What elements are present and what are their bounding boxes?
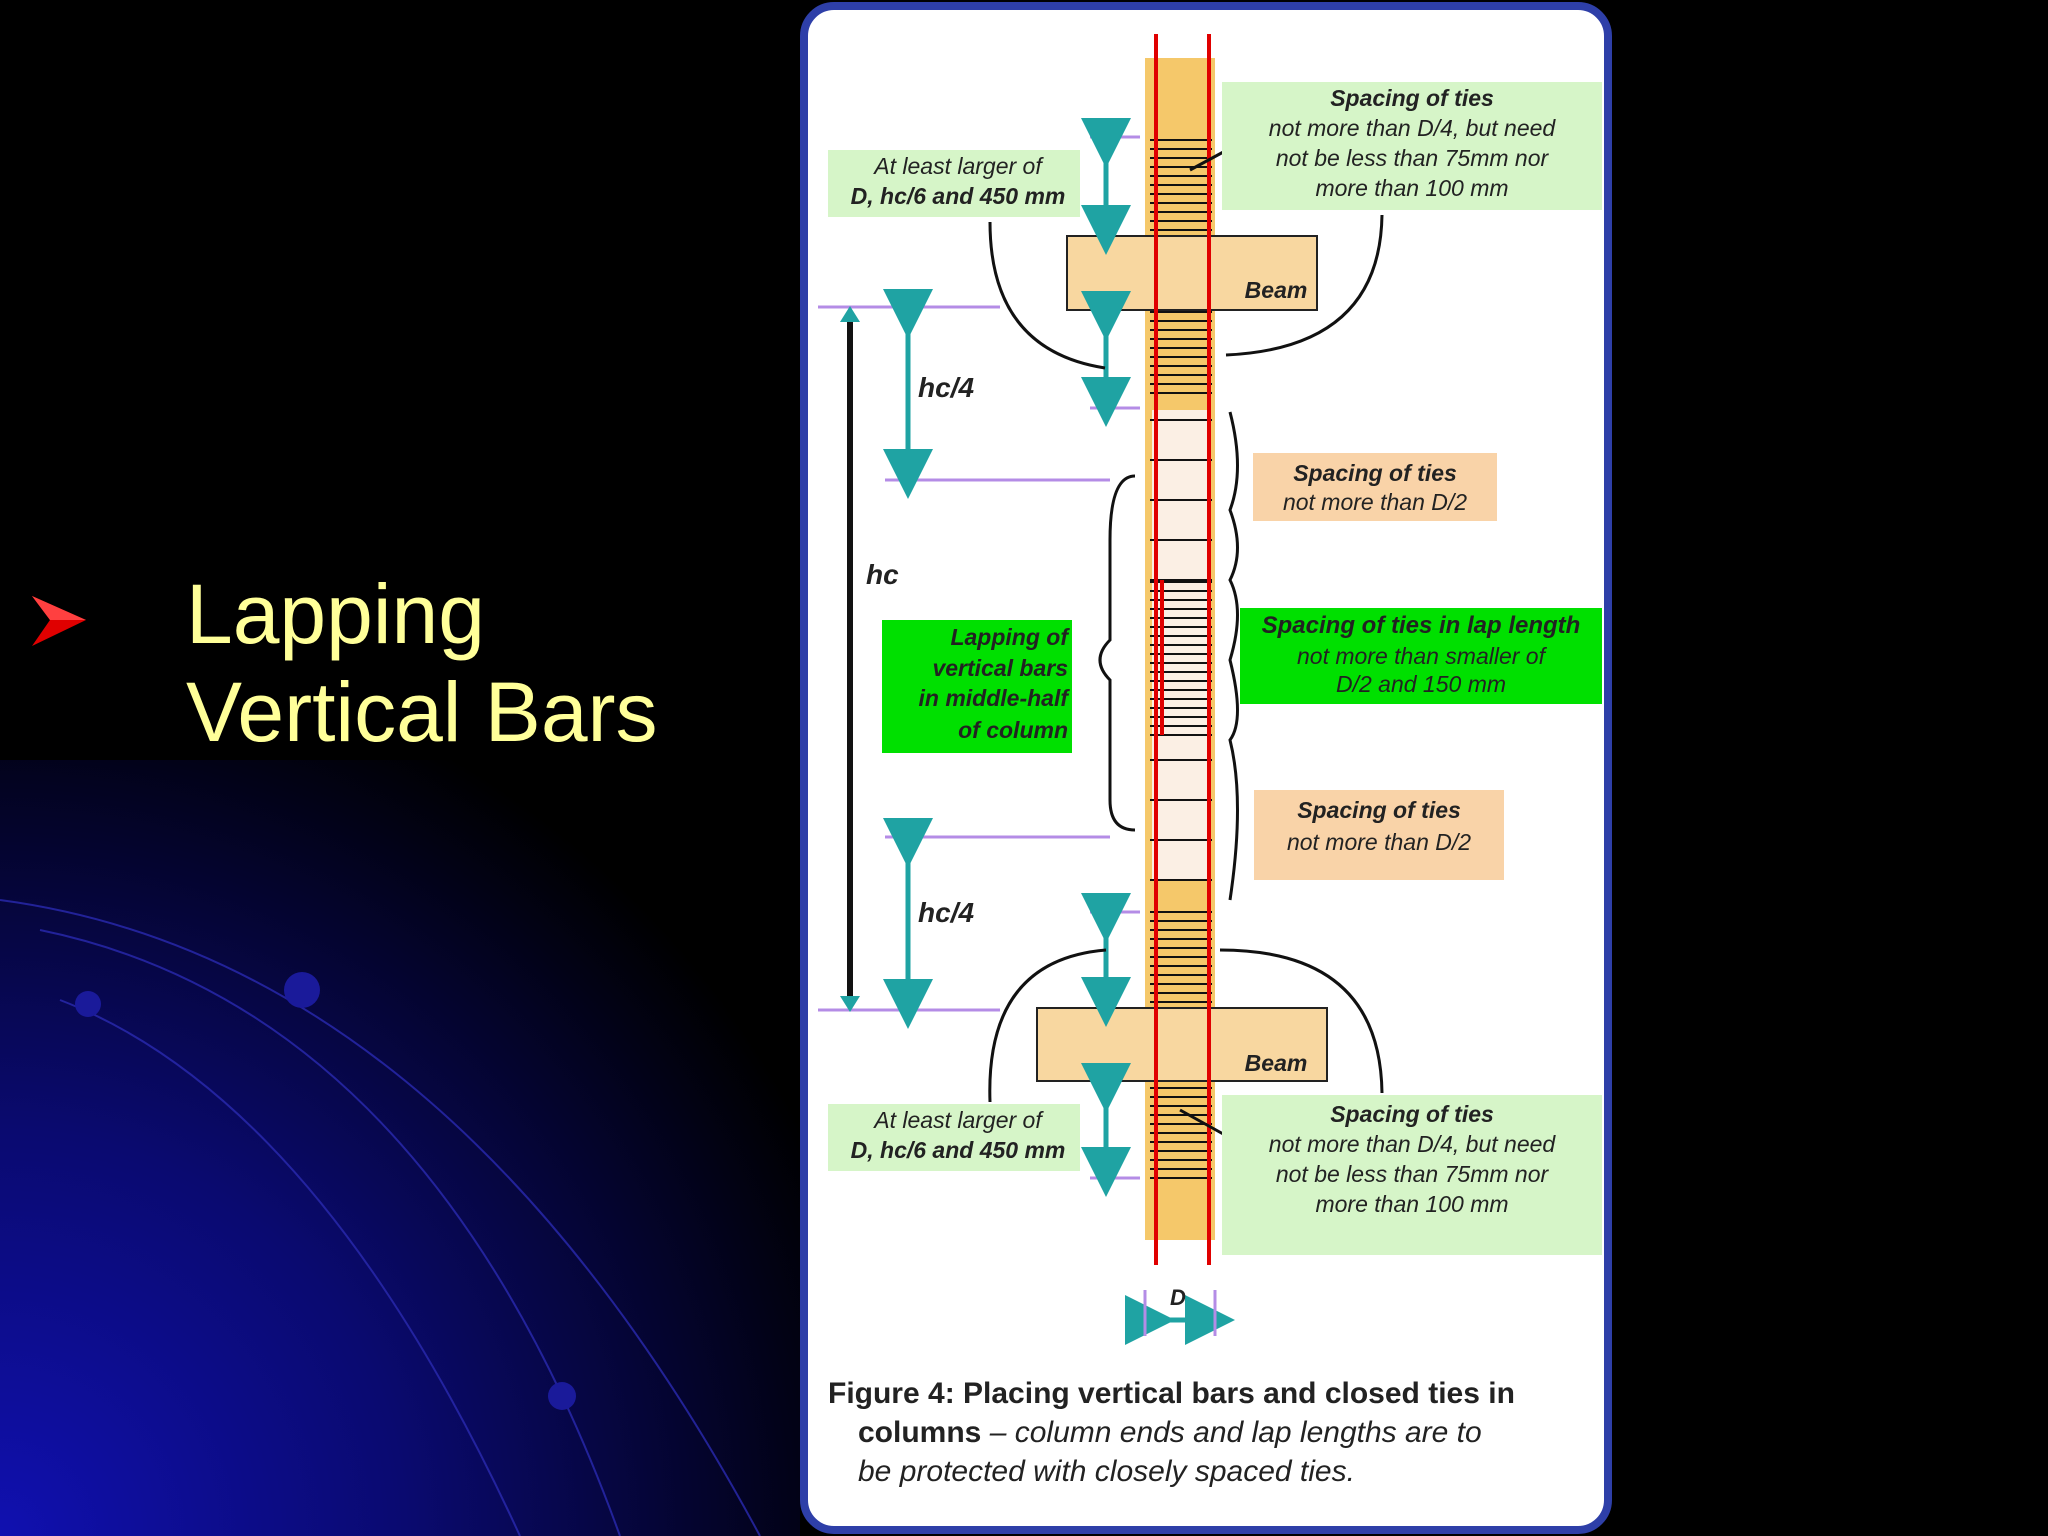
mid-upper-box bbox=[1253, 453, 1497, 521]
caption-line-3: be protected with closely spaced ties. bbox=[858, 1455, 1355, 1488]
hc4-top-label: hc/4 bbox=[918, 372, 974, 403]
top-left-line2: D, hc/6 and 450 mm bbox=[851, 183, 1066, 209]
caption-line-2: columns – column ends and lap lengths ar… bbox=[828, 1413, 1608, 1452]
ties bbox=[1150, 139, 1212, 1179]
lap-line2: D/2 and 150 mm bbox=[1336, 671, 1506, 697]
lapping-line1: Lapping of bbox=[950, 624, 1070, 650]
mid-lower-line: not more than D/2 bbox=[1287, 829, 1471, 855]
red-arrowhead-icon bbox=[32, 596, 86, 646]
lap-title: Spacing of ties in lap length bbox=[1262, 612, 1581, 639]
bottom-left-line1: At least larger of bbox=[872, 1107, 1044, 1133]
caption-bold-2: columns bbox=[858, 1416, 982, 1449]
top-spacing-line3: more than 100 mm bbox=[1315, 175, 1508, 201]
slide-title: Lapping Vertical Bars bbox=[186, 565, 786, 761]
bottom-spacing-box bbox=[1222, 1095, 1602, 1255]
column-reinforcement-figure: Spacing of ties not more than D/4, but n… bbox=[800, 2, 1612, 1534]
mid-upper-line: not more than D/2 bbox=[1283, 489, 1467, 515]
top-spacing-title: Spacing of ties bbox=[1330, 85, 1494, 111]
bottom-spacing-line3: more than 100 mm bbox=[1315, 1191, 1508, 1217]
bottom-spacing-title: Spacing of ties bbox=[1330, 1101, 1494, 1127]
lapping-box bbox=[882, 620, 1072, 753]
figure-caption: Figure 4: Placing vertical bars and clos… bbox=[828, 1374, 1608, 1491]
hc4-bottom-label: hc/4 bbox=[918, 897, 974, 928]
bottom-left-box bbox=[828, 1104, 1080, 1171]
dimension-arrows bbox=[883, 118, 1235, 1345]
lapping-line2: vertical bars bbox=[932, 655, 1068, 681]
top-spacing-line1: not more than D/4, but need bbox=[1269, 115, 1557, 141]
callout-arcs bbox=[988, 141, 1384, 1142]
top-spacing-line2: not be less than 75mm nor bbox=[1276, 145, 1550, 171]
lapping-line3: in middle-half bbox=[919, 685, 1071, 711]
lap-spacing-box bbox=[1240, 608, 1602, 704]
bottom-left-line2: D, hc/6 and 450 mm bbox=[851, 1137, 1066, 1163]
beam-bottom-label: Beam bbox=[1245, 1050, 1308, 1076]
title-line-1: Lapping bbox=[186, 567, 485, 661]
beam-top-label: Beam bbox=[1245, 277, 1308, 303]
mid-lower-box bbox=[1254, 790, 1504, 880]
top-spacing-box bbox=[1222, 82, 1602, 210]
mid-upper-title: Spacing of ties bbox=[1293, 460, 1457, 486]
top-left-box bbox=[828, 150, 1080, 217]
bottom-spacing-line1: not more than D/4, but need bbox=[1269, 1131, 1557, 1157]
hc-label: hc bbox=[866, 559, 899, 590]
mid-lower-title: Spacing of ties bbox=[1297, 797, 1461, 823]
decorative-dots bbox=[75, 972, 576, 1410]
lapping-line4: of column bbox=[958, 717, 1068, 743]
lap-line1: not more than smaller of bbox=[1297, 643, 1548, 669]
bottom-spacing-line2: not be less than 75mm nor bbox=[1276, 1161, 1550, 1187]
top-left-line1: At least larger of bbox=[872, 153, 1044, 179]
title-line-2: Vertical Bars bbox=[186, 665, 658, 759]
caption-line-1: Figure 4: Placing vertical bars and clos… bbox=[828, 1377, 1515, 1410]
caption-italic-2: – column ends and lap lengths are to bbox=[981, 1416, 1482, 1449]
d-label: D bbox=[1170, 1285, 1186, 1310]
